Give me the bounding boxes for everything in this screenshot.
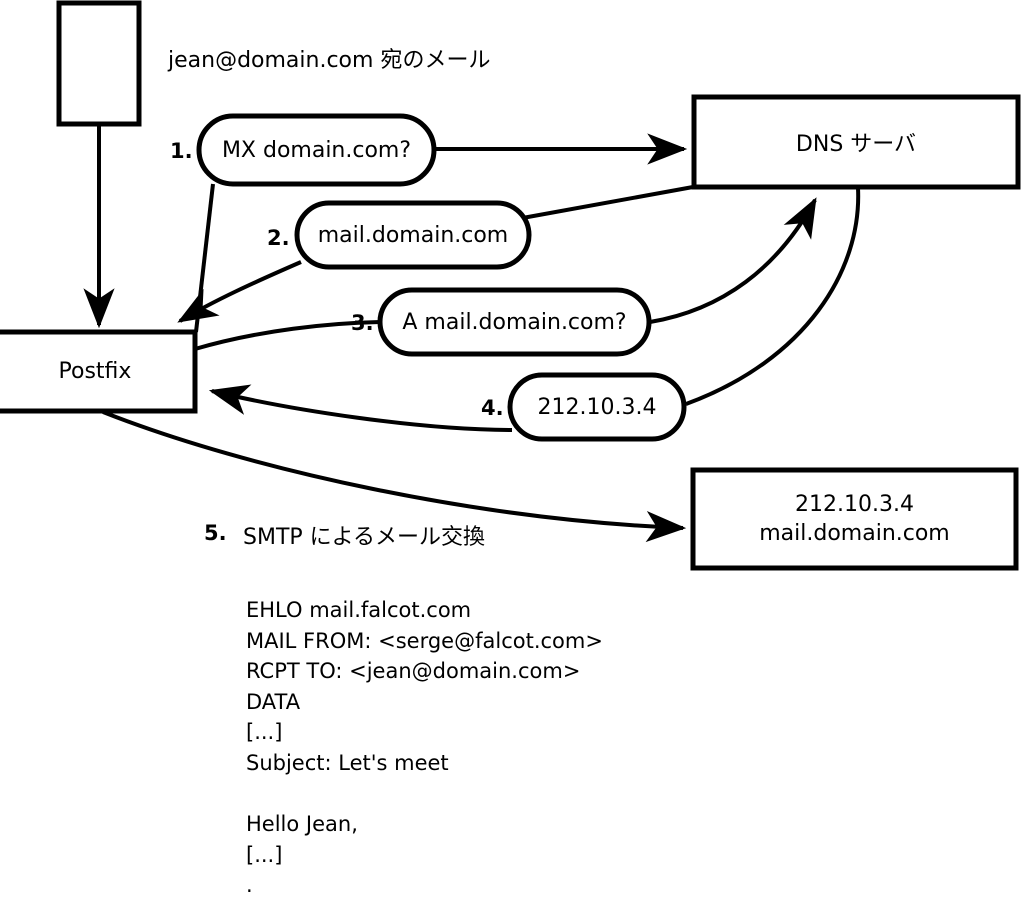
edge-dns-to-step2 [516,185,694,221]
step-label-2: mail.domain.com [317,222,509,248]
smtp-transcript-line [246,779,603,810]
smtp-transcript-line: RCPT TO: <jean@domain.com> [246,659,581,684]
step-bubble-3[interactable] [377,287,652,357]
mail-server-hostname: mail.domain.com [759,521,950,546]
step-number-4: 4. [481,396,504,420]
step-label-3: A mail.domain.com? [402,309,627,335]
smtp-transcript-line: MAIL FROM: <serge@falcot.com> [246,628,603,653]
smtp-transcript-line: . [246,873,253,898]
mail-server-label: 212.10.3.4 mail.domain.com [693,470,1016,568]
edge-postfix-to-step3 [194,320,381,351]
smtp-transcript-line: EHLO mail.falcot.com [246,598,472,622]
dns-server-box[interactable] [691,94,1021,190]
step-bubble-2[interactable] [294,200,532,270]
step-label-4: 212.10.3.4 [537,394,657,420]
step-number-5: 5. [204,521,227,545]
edge-postfix-to-mailserver [102,410,687,543]
sender-box[interactable] [56,0,142,127]
mail-server-box[interactable] [690,467,1019,571]
dns-server-label: DNS サーバ [795,132,917,157]
mail-destination-note: jean@domain.com 宛のメール [168,48,491,73]
postfix-label: Postfix [58,359,132,384]
step-label-1: MX domain.com? [221,137,412,163]
step-number-2: 2. [267,226,290,250]
smtp-transcript-line: Hello Jean, [246,812,358,837]
smtp-transcript-line: Subject: Let's meet [246,750,449,775]
step-bubble-1[interactable] [196,113,437,187]
mail-server-ip: 212.10.3.4 [795,492,914,517]
step-bubble-4[interactable] [507,372,687,442]
step-number-3: 3. [351,311,374,335]
edge-step3-to-dns [649,197,817,324]
edge-dns-to-step4 [685,187,861,406]
postfix-box[interactable] [0,329,198,414]
edge-step2-to-postfix [177,260,302,323]
edge-step4-to-postfix [208,384,513,432]
smtp-transcript-line: [...] [246,720,283,745]
step-label-5: SMTP によるメール交換 [243,525,485,550]
smtp-transcript-line: DATA [246,689,301,714]
step-number-1: 1. [170,139,193,163]
smtp-transcript-line: [...] [246,842,283,867]
